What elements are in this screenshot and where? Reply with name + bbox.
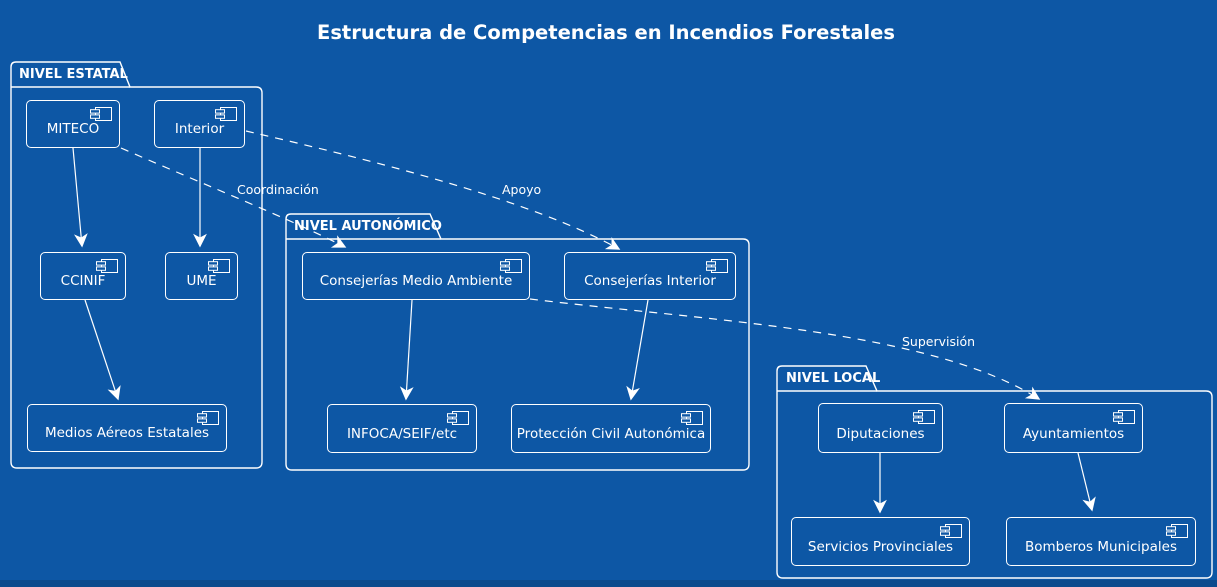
component-icon — [447, 411, 469, 425]
package-label-nivel-estatal: NIVEL ESTATAL — [19, 67, 128, 82]
component-icon — [1113, 410, 1135, 424]
component-infoca-seif: INFOCA/SEIF/etc — [327, 404, 477, 453]
component-icon — [208, 259, 230, 273]
component-label: Ayuntamientos — [1022, 425, 1125, 442]
component-ume: UME — [165, 252, 238, 300]
component-label: Diputaciones — [836, 425, 925, 442]
component-label: MITECO — [46, 120, 100, 137]
component-icon — [90, 107, 112, 121]
diagram-title: Estructura de Competencias en Incendios … — [317, 21, 895, 44]
component-medios-aereos-estatales: Medios Aéreos Estatales — [27, 404, 227, 452]
edge-coordinacion — [120, 147, 347, 248]
component-icon — [96, 259, 118, 273]
component-icon — [940, 524, 962, 538]
package-nivel-estatal — [10, 61, 263, 469]
component-label: CCINIF — [60, 272, 106, 289]
component-icon — [706, 259, 728, 273]
edge-consejeriasint-proteccion — [626, 299, 649, 401]
component-icon — [1166, 524, 1188, 538]
component-bomberos-municipales: Bomberos Municipales — [1006, 517, 1196, 566]
edge-miteco-ccinif — [72, 147, 88, 248]
component-label: Bomberos Municipales — [1024, 538, 1177, 555]
component-consejerias-interior: Consejerías Interior — [564, 252, 736, 300]
bottom-edge-strip — [0, 580, 1217, 587]
component-label: INFOCA/SEIF/etc — [346, 425, 458, 442]
edge-label-supervision: Supervisión — [902, 334, 976, 349]
component-diputaciones: Diputaciones — [818, 403, 943, 453]
component-servicios-provinciales: Servicios Provinciales — [791, 517, 970, 566]
edge-label-coordinacion: Coordinación — [237, 182, 319, 197]
edge-supervision — [529, 298, 1041, 400]
component-label: Servicios Provinciales — [807, 538, 954, 555]
component-label: Consejerías Interior — [584, 272, 716, 289]
component-ccinif: CCINIF — [40, 252, 126, 300]
edge-ccinif-medios — [84, 299, 121, 401]
component-consejerias-medio-ambiente: Consejerías Medio Ambiente — [302, 252, 530, 300]
edge-apoyo — [245, 130, 621, 250]
package-label-nivel-autonomico: NIVEL AUTONÓMICO — [294, 219, 442, 234]
component-ayuntamientos: Ayuntamientos — [1004, 403, 1143, 453]
component-label: Medios Aéreos Estatales — [44, 424, 210, 441]
edge-ayuntamientos-bomberos — [1077, 452, 1096, 512]
component-label: Consejerías Medio Ambiente — [319, 272, 513, 289]
component-miteco: MITECO — [26, 100, 120, 148]
package-nivel-autonomico — [285, 213, 750, 471]
component-interior: Interior — [154, 100, 245, 148]
component-label: Interior — [174, 120, 225, 137]
component-icon — [681, 411, 703, 425]
component-proteccion-civil-autonomica: Protección Civil Autonómica — [511, 404, 711, 453]
package-nivel-local — [776, 365, 1213, 579]
component-label: UME — [186, 272, 217, 289]
component-icon — [215, 107, 237, 121]
component-label: Protección Civil Autonómica — [516, 425, 706, 442]
edge-label-apoyo: Apoyo — [502, 182, 542, 197]
component-icon — [500, 259, 522, 273]
component-icon — [913, 410, 935, 424]
package-label-nivel-local: NIVEL LOCAL — [786, 371, 881, 386]
edge-consejeriasma-infoca — [399, 299, 414, 401]
component-icon — [197, 411, 219, 425]
